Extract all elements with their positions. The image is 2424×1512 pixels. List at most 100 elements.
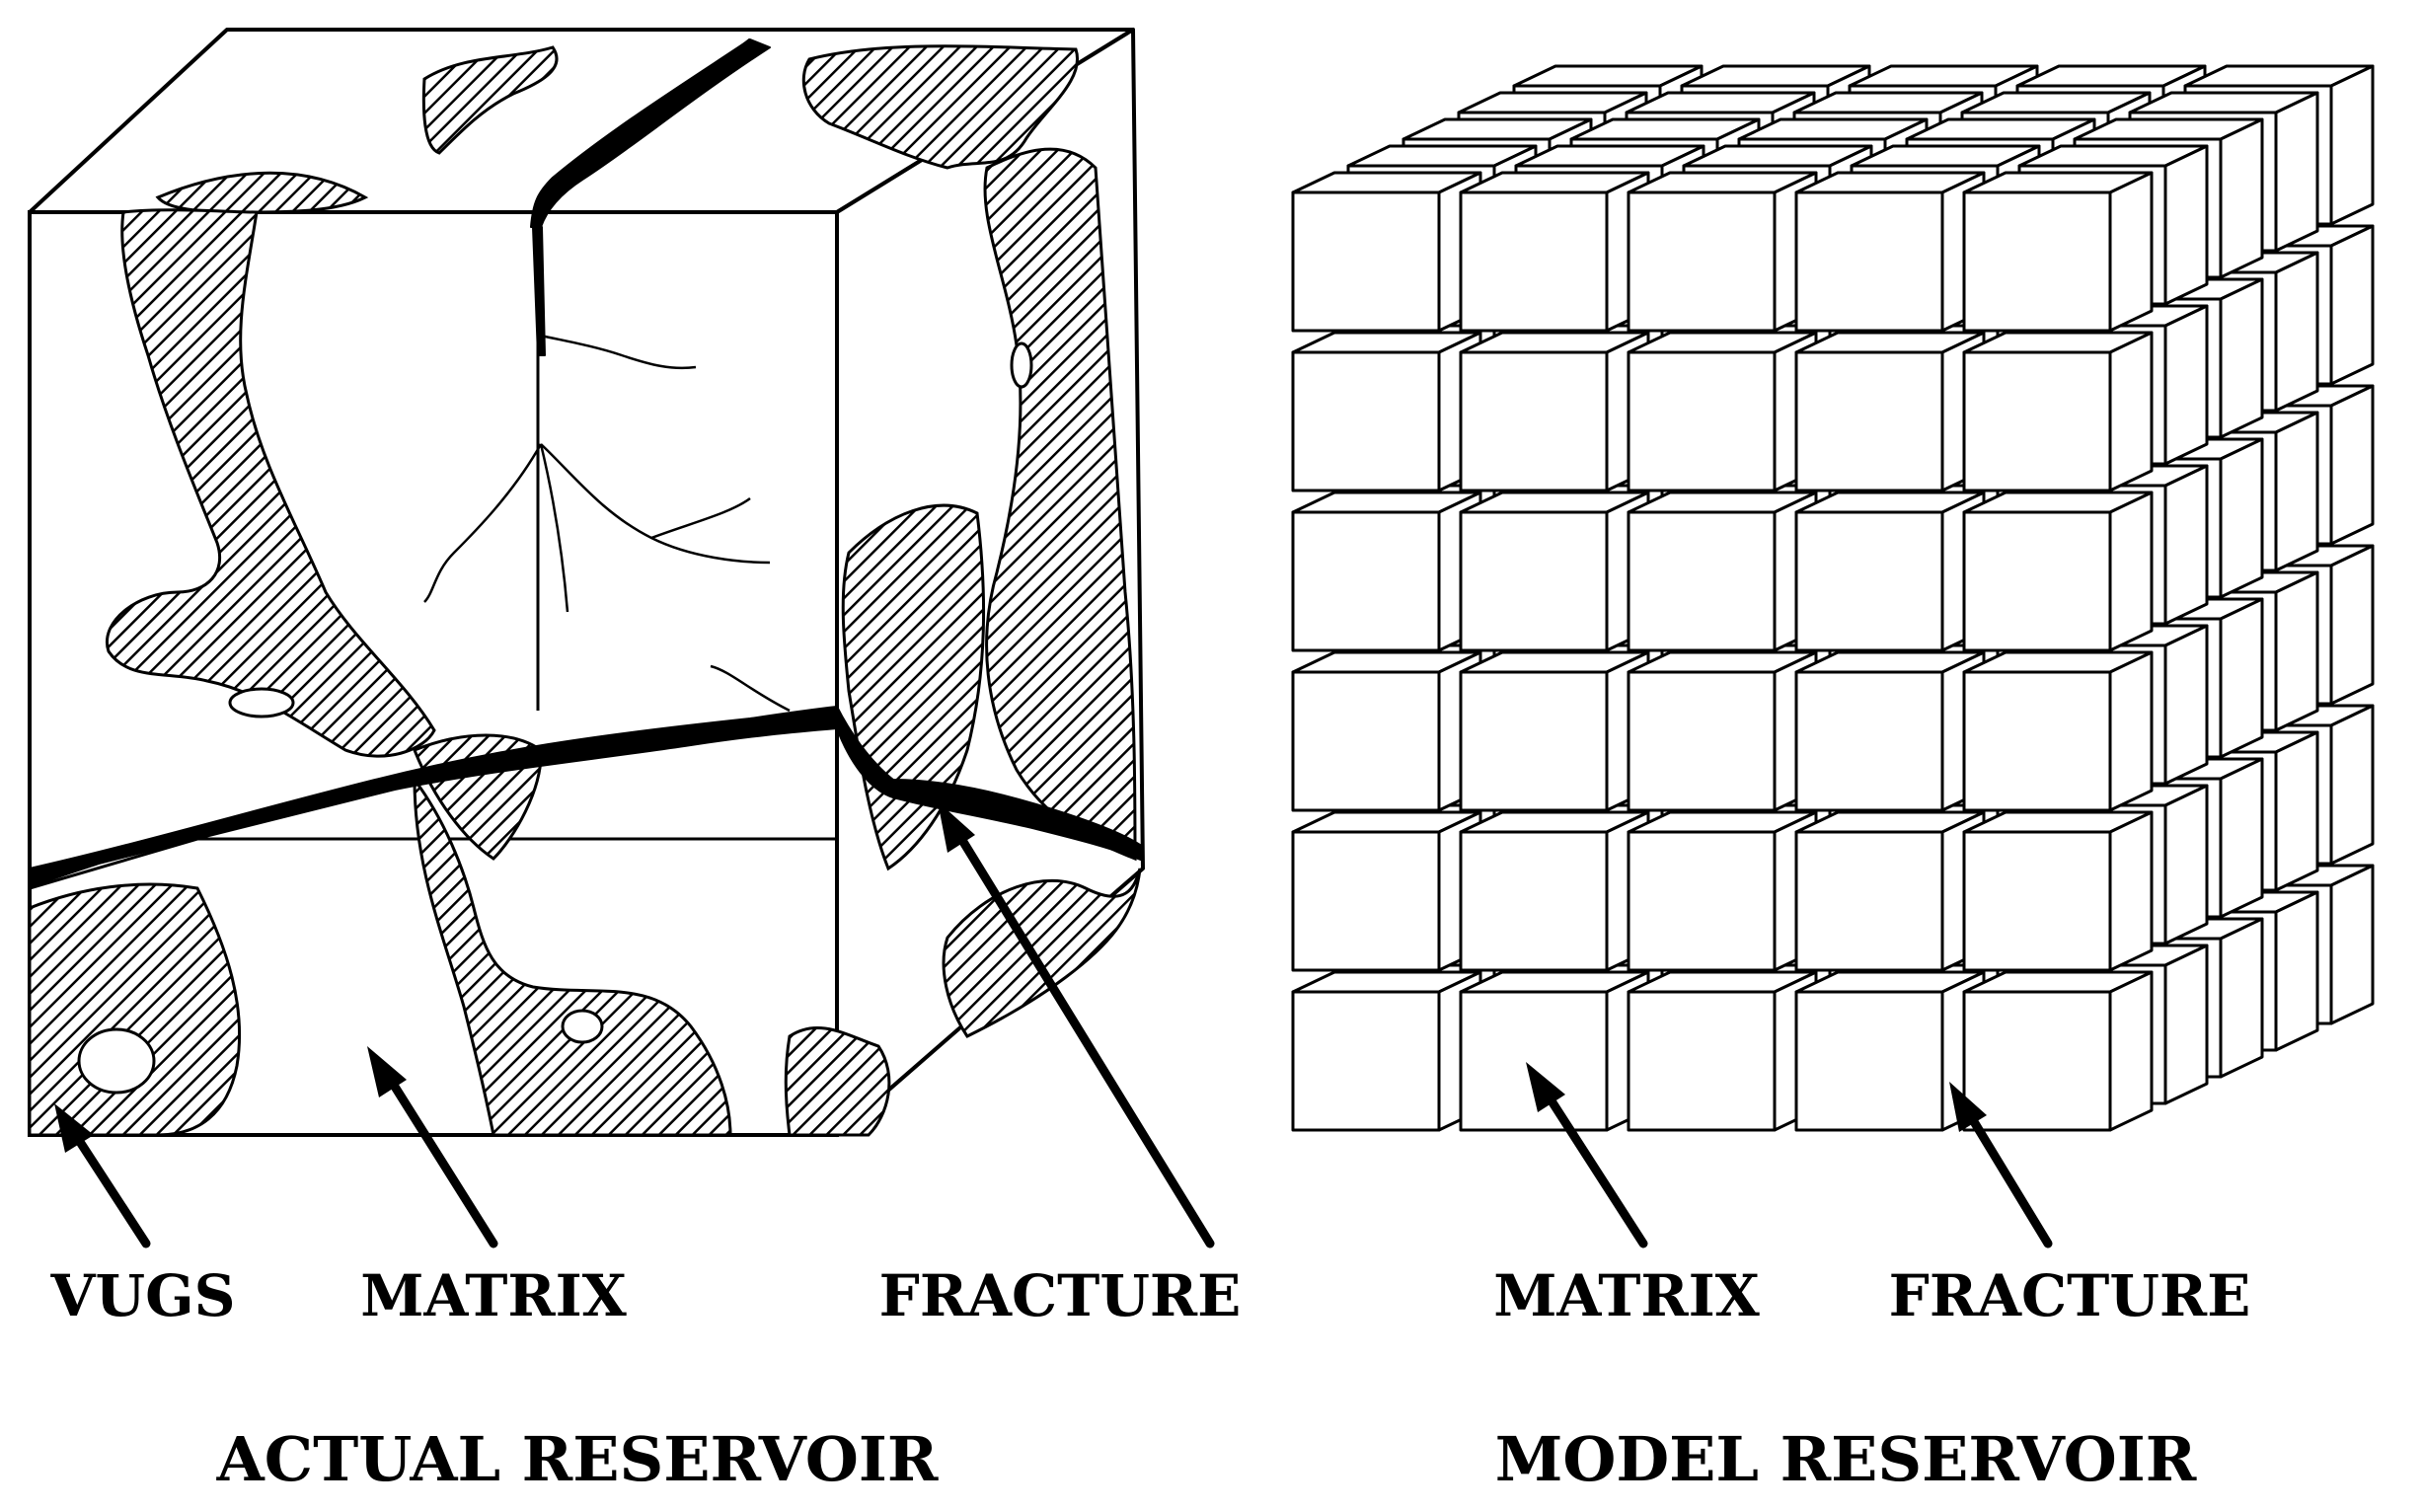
matrix-cube (1794, 171, 1986, 333)
cube-front-face (1794, 510, 1944, 652)
matrix-cube (1962, 171, 2154, 333)
cube-side-face (2219, 437, 2264, 599)
cube-side-face (2329, 544, 2375, 706)
cube-front-face (1794, 830, 1944, 972)
cube-side-face (2163, 784, 2209, 945)
cube-side-face (2108, 491, 2154, 652)
cube-front-face (1794, 670, 1944, 812)
cube-front-face (1291, 350, 1441, 492)
cube-front-face (1962, 830, 2112, 972)
matrix-cube (1291, 171, 1482, 333)
cube-front-face (1291, 830, 1441, 972)
cube-side-face (2274, 730, 2319, 892)
matrix-cube (1291, 970, 1482, 1132)
cube-side-face (2163, 304, 2209, 466)
cube-side-face (2274, 251, 2319, 413)
cube-front-face (1459, 350, 1609, 492)
cube-side-face (2274, 411, 2319, 572)
cube-front-face (1627, 830, 1777, 972)
matrix-cube (1459, 810, 1650, 972)
cube-front-face (1627, 350, 1777, 492)
cube-front-face (1627, 510, 1777, 652)
matrix-cube (1627, 171, 1818, 333)
cube-front-face (1291, 190, 1441, 333)
matrix-cube (1459, 650, 1650, 812)
actual-arrows (54, 801, 1215, 1248)
cube-side-face (2108, 171, 2154, 333)
cube-side-face (2108, 650, 2154, 812)
cube-front-face (1459, 990, 1609, 1132)
cube-front-face (1962, 350, 2112, 492)
actual-reservoir-block: VUGS MATRIX FRACTURE ACTUAL RESERVOIR (28, 28, 1242, 1495)
cube-front-face (1459, 830, 1609, 972)
cube-side-face (2108, 810, 2154, 972)
cube-side-face (2163, 144, 2209, 306)
cube-front-face (1962, 510, 2112, 652)
cube-front-face (1291, 510, 1441, 652)
matrix-cube (1627, 810, 1818, 972)
cube-side-face (2163, 944, 2209, 1105)
cube-front-face (1291, 670, 1441, 812)
model-reservoir-cube-grid (1291, 64, 2375, 1132)
cube-side-face (2274, 91, 2319, 253)
matrix-cube (1291, 331, 1482, 492)
matrix-cube (1962, 331, 2154, 492)
matrix-cube (1962, 650, 2154, 812)
cube-front-face (1962, 670, 2112, 812)
fracture-cracks (29, 38, 1144, 889)
matrix-cube (1794, 491, 1986, 652)
cube-front-face (1962, 190, 2112, 333)
cube-side-face (2329, 704, 2375, 866)
cube-side-face (2274, 890, 2319, 1052)
matrix-cube (1627, 650, 1818, 812)
matrix-cube (1459, 171, 1650, 333)
cube-front-face (1459, 510, 1609, 652)
vugs-label: VUGS (50, 1262, 236, 1329)
cube-side-face (2219, 277, 2264, 439)
cube-side-face (2219, 597, 2264, 759)
cube-front-face (1794, 350, 1944, 492)
cube-side-face (2219, 757, 2264, 919)
cube-front-face (1794, 990, 1944, 1132)
cube-side-face (2219, 117, 2264, 279)
matrix-cube (1794, 810, 1986, 972)
cube-front-face (1459, 190, 1609, 333)
cube-side-face (2108, 970, 2154, 1132)
cube-front-face (1627, 990, 1777, 1132)
cube-side-face (2108, 331, 2154, 492)
actual-reservoir-title: ACTUAL RESERVOIR (216, 1423, 939, 1495)
cube-side-face (2329, 384, 2375, 546)
cube-front-face (1627, 670, 1777, 812)
cube-side-face (2163, 464, 2209, 626)
model-arrows (1526, 1062, 2053, 1248)
matrix-cube (1291, 491, 1482, 652)
cube-side-face (2329, 64, 2375, 226)
matrix-cube (1794, 650, 1986, 812)
model-matrix-label: MATRIX (1493, 1262, 1760, 1329)
matrix-cube (1627, 331, 1818, 492)
cube-front-face (1794, 190, 1944, 333)
matrix-cube (1627, 491, 1818, 652)
matrix-cube (1962, 970, 2154, 1132)
matrix-cube (1459, 331, 1650, 492)
actual-matrix-label: MATRIX (360, 1262, 627, 1329)
cube-front-face (1962, 990, 2112, 1132)
hairline-cracks (423, 334, 791, 713)
cube-front-face (1291, 990, 1441, 1132)
cube-side-face (2329, 864, 2375, 1025)
matrix-cube (1794, 331, 1986, 492)
matrix-cube (1627, 970, 1818, 1132)
cube-side-face (2219, 917, 2264, 1079)
matrix-cube (1459, 491, 1650, 652)
cube-side-face (2163, 624, 2209, 786)
matrix-cube (1962, 810, 2154, 972)
model-fracture-label: FRACTURE (1889, 1262, 2251, 1329)
matrix-cube (1291, 810, 1482, 972)
matrix-cube (1291, 650, 1482, 812)
cube-front-face (1627, 190, 1777, 333)
actual-fracture-label: FRACTURE (879, 1262, 1242, 1329)
matrix-cube (1962, 491, 2154, 652)
model-reservoir-title: MODEL RESERVOIR (1495, 1423, 2197, 1495)
cube-side-face (2329, 224, 2375, 386)
